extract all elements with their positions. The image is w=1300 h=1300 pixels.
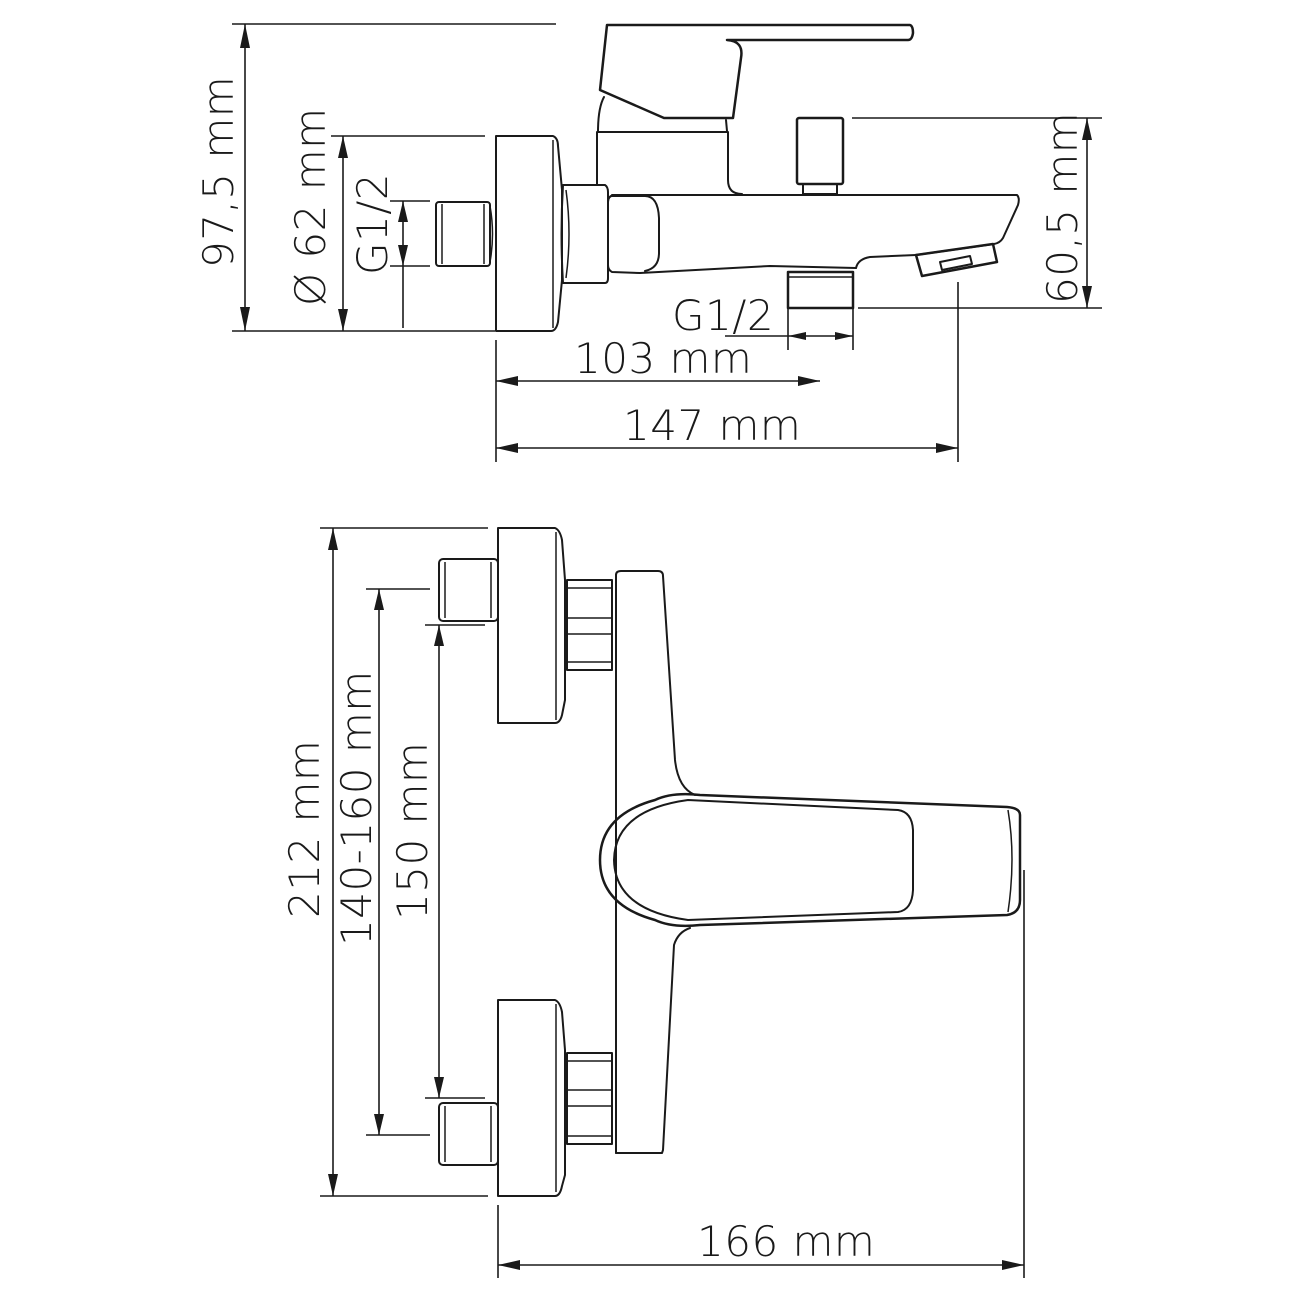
label-total-height-top: 212 mm [280, 739, 329, 918]
lever-top [598, 792, 1022, 928]
dim-total-width [497, 870, 1025, 1278]
label-spout-height: 60,5 mm [1038, 111, 1087, 304]
dim-outlet-thread [725, 308, 854, 350]
dim-total-height-top [320, 527, 488, 1197]
inlet-nipple-side [435, 201, 494, 267]
upper-inlet-assembly [438, 527, 613, 724]
dim-total-height-side [232, 23, 556, 332]
dim-projections [495, 282, 959, 462]
top-view [320, 527, 1025, 1278]
eccentric-nut-side [560, 184, 609, 284]
label-spout-projection: 147 mm [623, 401, 802, 450]
dim-center-range [366, 588, 430, 1136]
label-outlet-thread: G1/2 [672, 291, 775, 340]
mixer-body-side [596, 23, 1020, 310]
label-outlet-projection: 103 mm [574, 334, 753, 383]
wall-flange-side [495, 135, 563, 332]
lower-inlet-assembly [438, 999, 613, 1197]
label-inlet-thread: G1/2 [348, 172, 397, 275]
label-total-height-side: 97,5 mm [194, 75, 243, 268]
dim-flange-diameter [331, 135, 485, 331]
dim-spout-height [852, 117, 1102, 309]
dim-center-nominal [425, 624, 485, 1099]
dim-inlet-thread [390, 200, 430, 328]
mixer-body-top [615, 570, 696, 1154]
side-view [232, 23, 1102, 462]
label-total-width: 166 mm [697, 1217, 876, 1266]
label-flange-diameter: Ø 62 mm [286, 107, 335, 306]
label-center-range: 140-160 mm [332, 670, 381, 946]
label-center-nominal: 150 mm [388, 741, 437, 920]
